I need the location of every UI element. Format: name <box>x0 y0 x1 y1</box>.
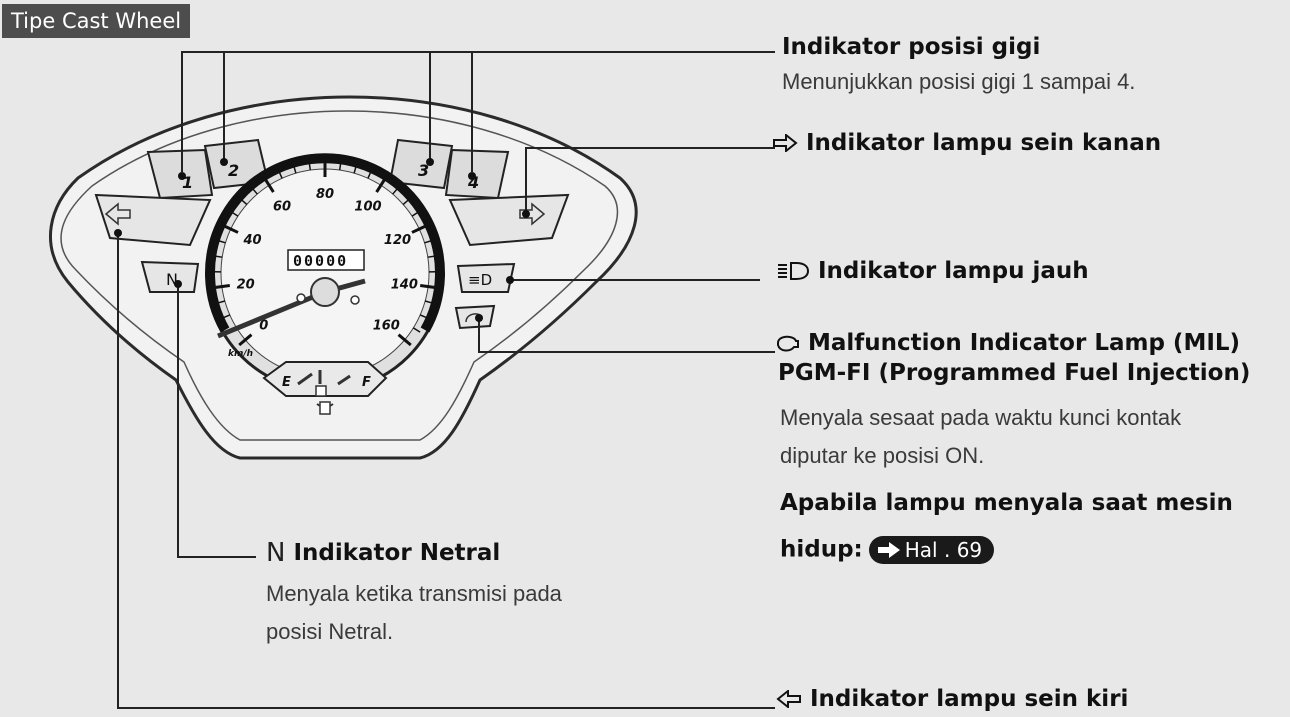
gear-position-title: Indikator posisi gigi <box>782 34 1041 60</box>
high-beam-title: Indikator lampu jauh <box>818 258 1089 284</box>
dial-major-tick <box>375 177 387 193</box>
dial-minor-tick <box>419 314 428 319</box>
dial-minor-tick <box>412 327 421 333</box>
speed-needle <box>217 289 326 339</box>
left-arrow-icon <box>776 690 802 708</box>
mil-note-line1: Apabila lampu menyala saat mesin <box>780 490 1233 516</box>
neutral-title: Indikator Netral <box>293 540 501 566</box>
left-turn-title: Indikator lampu sein kiri <box>810 686 1129 712</box>
neutral-window-letter: N <box>166 270 178 289</box>
dial-minor-tick <box>427 255 436 258</box>
neutral-desc-line2: posisi Netral. <box>266 619 394 644</box>
dial-major-tick <box>238 333 253 347</box>
left-turn-callout: Indikator lampu sein kiri <box>776 686 1128 712</box>
dial-minor-tick <box>217 239 226 244</box>
dial-major-tick <box>222 224 239 234</box>
dial-major-tick <box>263 177 275 193</box>
high-beam-callout: Indikator lampu jauh <box>776 258 1089 284</box>
dial-minor-tick <box>230 211 239 217</box>
leader-dots <box>114 158 530 322</box>
dial-minor-tick <box>240 198 248 205</box>
dial-speed-label: 80 <box>316 187 334 202</box>
right-turn-panel <box>448 193 570 247</box>
high-beam-window <box>456 262 516 293</box>
mil-window <box>454 304 496 330</box>
mil-desc-line1: Menyala sesaat pada waktu kunci kontak <box>780 405 1182 430</box>
dial-minor-tick <box>392 187 399 195</box>
engine-icon <box>774 333 800 353</box>
fuel-pump-icon <box>315 385 327 397</box>
dial-major-tick <box>213 284 231 290</box>
odometer-box <box>287 249 365 271</box>
neutral-desc-line1: Menyala ketika transmisi pada <box>266 581 562 606</box>
dial-minor-tick <box>424 300 434 304</box>
dial-minor-tick <box>424 239 433 244</box>
dial-minor-tick <box>292 165 297 174</box>
dial-speed-label: 20 <box>237 277 255 292</box>
fuel-gauge: E F <box>262 361 388 415</box>
reference-arrow-icon <box>877 542 900 558</box>
high-beam-window-symbol: ≡D <box>468 271 492 289</box>
dial-major-tick <box>397 333 412 347</box>
dial-speed-label: 40 <box>242 233 261 248</box>
dial-minor-tick <box>338 162 342 171</box>
left-turn-symbol <box>104 202 131 226</box>
dial-major-tick <box>419 284 437 290</box>
dial-speed-label: 160 <box>373 318 400 333</box>
dial-speed-label: 60 <box>273 200 291 215</box>
gear-position-desc: Menunjukkan posisi gigi 1 sampai 4. <box>782 69 1136 94</box>
neutral-window <box>140 260 200 293</box>
right-turn-callout: Indikator lampu sein kanan <box>772 130 1161 156</box>
left-turn-panel <box>94 193 212 247</box>
speedometer-dial: 0 20 40 60 80 100 120 140 160 00000 km/h <box>205 153 445 393</box>
gear-label-2: 2 <box>228 161 239 180</box>
dial-major-tick <box>411 224 428 234</box>
dial-minor-tick <box>367 170 372 179</box>
dial-speed-label: 0 <box>259 318 268 333</box>
needle-hub <box>310 277 340 307</box>
mil-note-line2: hidup: <box>780 536 863 563</box>
dial-speed-label: 120 <box>384 233 411 248</box>
dial-minor-tick <box>278 170 283 179</box>
dial-minor-tick <box>353 165 358 174</box>
mil-title-line2: PGM-FI (Programmed Fuel Injection) <box>778 360 1251 386</box>
dial-speed-label: 100 <box>354 200 381 215</box>
mil-title-line1: Malfunction Indicator Lamp (MIL) <box>808 330 1241 356</box>
dial-minor-tick <box>214 255 223 258</box>
dial-minor-tick <box>411 211 420 217</box>
right-turn-title: Indikator lampu sein kanan <box>806 130 1162 156</box>
variant-tag: Tipe Cast Wheel <box>2 4 191 38</box>
dial-minor-tick <box>222 314 231 319</box>
speed-unit: km/h <box>228 349 253 359</box>
fuel-full-label: F <box>362 375 371 390</box>
gear-label-1: 1 <box>182 173 193 192</box>
dial-speed-label: 140 <box>391 277 418 292</box>
gear-label-3: 3 <box>418 161 429 180</box>
dial-minor-tick <box>216 300 226 304</box>
high-beam-icon <box>776 261 810 281</box>
mil-note-line2-row: hidup: Hal . 69 <box>780 536 995 564</box>
mil-callout-line1: Malfunction Indicator Lamp (MIL) <box>774 330 1240 356</box>
dial-minor-tick <box>308 162 312 171</box>
gear-window-3 <box>388 138 454 190</box>
neutral-n-icon: N <box>266 538 286 568</box>
page-reference-link[interactable]: Hal . 69 <box>868 536 995 564</box>
mil-desc-line2: diputar ke posisi ON. <box>780 443 985 468</box>
odometer-value: 00000 <box>293 252 348 270</box>
page-reference-label: Hal . 69 <box>904 538 983 562</box>
dial-minor-tick <box>251 187 258 195</box>
right-arrow-icon <box>772 134 798 152</box>
dial-minor-tick <box>402 198 410 205</box>
leader-lines <box>117 51 775 709</box>
fuel-empty-label: E <box>282 375 291 390</box>
neutral-callout: N Indikator Netral <box>266 538 500 568</box>
